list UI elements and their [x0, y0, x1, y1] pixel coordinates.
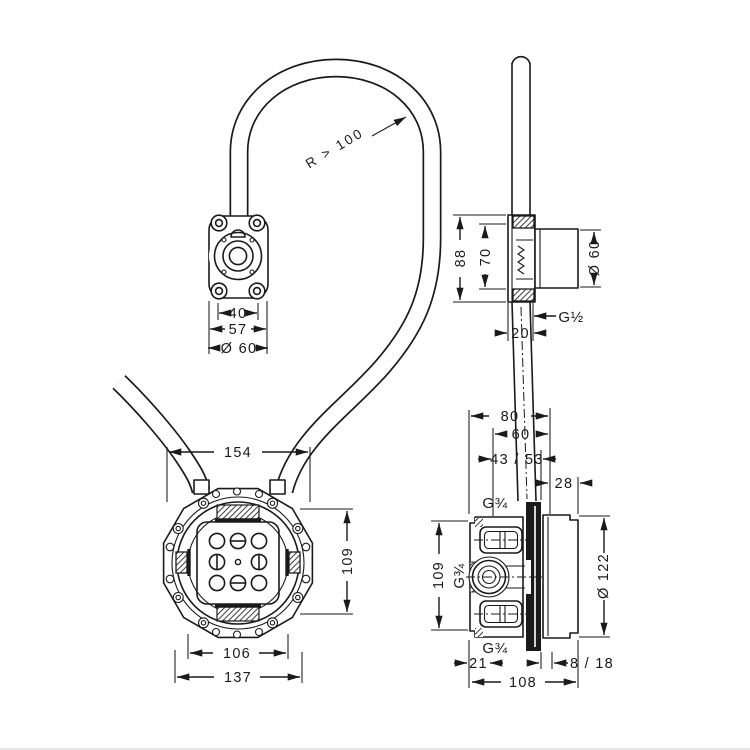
- bend-radius-leader: [371, 116, 407, 137]
- dim-thread-bottom: G¾: [482, 640, 507, 657]
- dim-edge-offset: 21: [469, 656, 488, 672]
- spigot: [534, 228, 579, 289]
- outlet-front-view: [208, 214, 269, 300]
- dim-outlet-inner-height: 70: [478, 248, 494, 267]
- dim-outlet-outer-height: 88: [453, 249, 469, 268]
- dim-thread-top: G¾: [482, 495, 507, 512]
- dim-ibox-side-height: 109: [431, 561, 447, 589]
- dim-pipe-width: 20: [511, 326, 530, 342]
- flange: [162, 487, 314, 639]
- dim-ibox-inner-width: 106: [223, 646, 251, 662]
- dim-finish-depth-range: 8 / 18: [570, 656, 614, 672]
- pipes: [112, 55, 537, 502]
- pipe-centerline: [520, 306, 528, 500]
- function-block: [196, 521, 280, 605]
- dim-ibox-flange-width: 154: [224, 445, 252, 461]
- flange-screws: [165, 487, 311, 639]
- ibox-side-view: [466, 502, 579, 651]
- dim-body-depth: 60: [512, 427, 531, 443]
- dim-thread-left: G¾: [451, 563, 468, 588]
- dimension-lines: [169, 116, 608, 686]
- top-key-detail: [230, 229, 246, 238]
- port-grid: [208, 532, 268, 592]
- dim-shield-diameter: Ø 122: [596, 553, 612, 599]
- dim-outlet-diameter: Ø 60: [221, 341, 258, 357]
- dim-protrusion: 28: [555, 476, 574, 492]
- dim-thread-half-inch: G½: [558, 309, 583, 326]
- dim-hole-spacing: 40: [229, 306, 248, 322]
- dim-outlet-width: 57: [229, 322, 248, 338]
- dim-overall-depth: 108: [509, 675, 537, 691]
- dim-total-depth: 80: [501, 409, 520, 425]
- dim-ibox-body-width: 137: [224, 670, 252, 686]
- dim-outlet-side-diameter: Ø 60: [587, 240, 603, 277]
- ibox-front-view: [162, 479, 314, 639]
- protective-housing: [542, 514, 579, 639]
- dim-ibox-front-height: 109: [340, 547, 356, 575]
- dim-install-depth-range: 43 / 53: [490, 452, 543, 468]
- outlet-side-view: [507, 214, 579, 303]
- pipe-cap: [511, 55, 531, 65]
